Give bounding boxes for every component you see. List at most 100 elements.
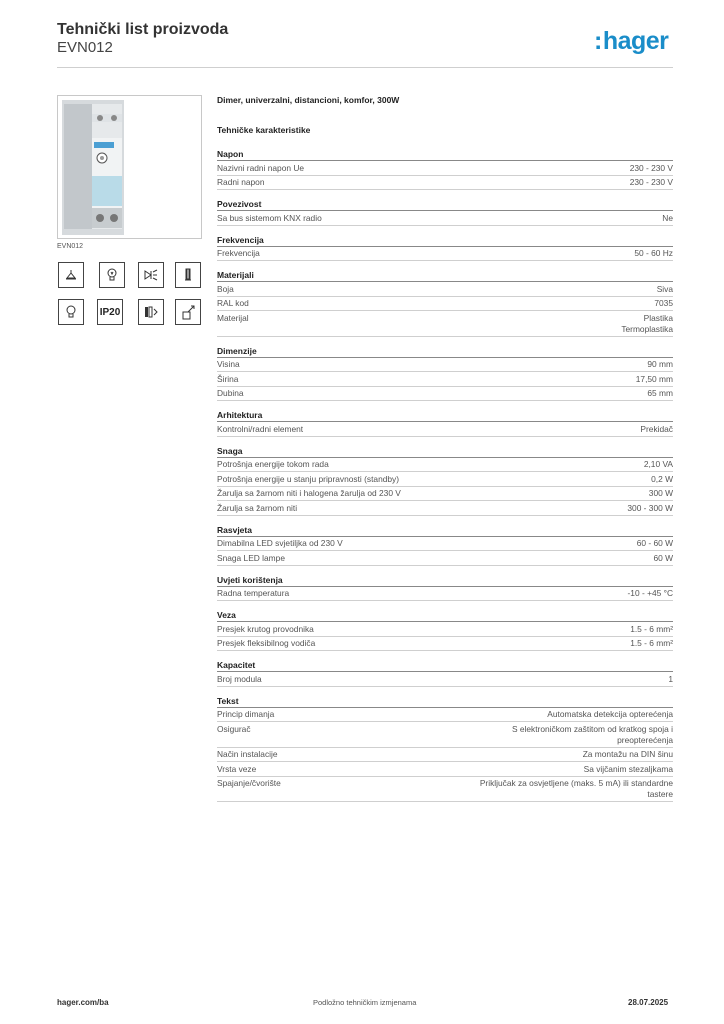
ip20-badge: IP20 bbox=[97, 299, 123, 325]
product-image-caption: EVN012 bbox=[57, 243, 84, 250]
spec-value: Ne bbox=[662, 212, 673, 223]
section-title: Snaga bbox=[217, 445, 673, 458]
spec-label: Dubina bbox=[217, 388, 244, 398]
spec-value: Automatska detekcija opterećenja bbox=[547, 709, 673, 719]
spec-row: Princip dimanja Automatska detekcija opte… bbox=[217, 708, 673, 722]
spec-value: 1.5 - 6 mm² bbox=[630, 623, 673, 634]
product-image bbox=[57, 95, 202, 239]
led-dimmer-icon bbox=[138, 262, 164, 288]
spec-value: 60 - 60 W bbox=[636, 538, 673, 548]
spec-label: Nazivni radni napon Ue bbox=[217, 162, 305, 173]
spec-value: 7035 bbox=[654, 298, 673, 308]
spec-label: Širina bbox=[217, 373, 239, 384]
section-title: Tekst bbox=[217, 695, 673, 708]
spec-label: Žarulja sa žarnom niti i halogena žarulj… bbox=[217, 488, 401, 498]
section-title: Povezivost bbox=[217, 198, 673, 211]
spec-label: RAL kod bbox=[217, 298, 249, 308]
spec-label: Materijal bbox=[217, 312, 249, 323]
spec-label: Sa bus sistemom KNX radio bbox=[217, 212, 322, 223]
spec-label: Frekvencija bbox=[217, 248, 260, 258]
section-title: Materijali bbox=[217, 269, 673, 282]
spec-row: Frekvencija 50 - 60 Hz bbox=[217, 247, 673, 261]
spec-label: Žarulja sa žarnom niti bbox=[217, 502, 298, 513]
logo-text: hager bbox=[602, 27, 669, 55]
fluorescent-tube-icon bbox=[175, 262, 201, 288]
spec-value: 2,10 VA bbox=[643, 459, 673, 469]
spec-row: Vrsta veze Sa vijčanim stezaljkama bbox=[217, 762, 673, 777]
spec-row: Osigurač S elektroničkom zaštitom od krat… bbox=[217, 722, 673, 748]
din-module-icon bbox=[138, 299, 164, 325]
spec-row: Radna temperatura-10 - +45 °C bbox=[217, 587, 673, 601]
spec-value: 50 - 60 Hz bbox=[634, 248, 673, 258]
spec-row: Kontrolni/radni element Prekidač bbox=[217, 422, 673, 437]
specifications: Dimer, univerzalni, distancioni, komfor,… bbox=[217, 95, 673, 810]
spec-row: Dubina 65 mm bbox=[217, 387, 673, 401]
page-title: Tehnički list proizvoda bbox=[57, 21, 229, 38]
spec-label: Visina bbox=[217, 359, 240, 369]
spec-row: Način instalacije Za montažu na DIN šinu bbox=[217, 748, 673, 762]
section-title: Napon bbox=[217, 148, 673, 161]
tech-specs-heading: Tehničke karakteristike bbox=[217, 125, 311, 135]
spec-value: 65 mm bbox=[647, 388, 673, 398]
din-dimmer-device-image bbox=[58, 96, 201, 238]
spec-value: 1.5 - 6 mm² bbox=[630, 638, 673, 648]
spec-label: Osigurač bbox=[217, 723, 251, 734]
spec-row: Potrošnja energije tokom rada 2,10 VA bbox=[217, 458, 673, 472]
section-title: Uvjeti korištenja bbox=[217, 574, 673, 587]
lamp-ceiling-icon bbox=[58, 262, 84, 288]
spec-value: Siva bbox=[656, 283, 673, 294]
spec-value: Plastika Termoplastika bbox=[621, 312, 673, 334]
spec-row: Sa bus sistemom KNX radio Ne bbox=[217, 211, 673, 226]
spec-value: 300 W bbox=[648, 488, 673, 498]
spec-value: 300 - 300 W bbox=[627, 502, 673, 513]
spec-value: Prekidač bbox=[640, 423, 673, 434]
footer-disclaimer: Podložno tehničkim izmjenama bbox=[313, 998, 417, 1007]
hager-logo: :hager bbox=[594, 27, 669, 55]
spec-row: Žarulja sa žarnom niti i halogena žarulj… bbox=[217, 487, 673, 501]
spec-value: Sa vijčanim stezaljkama bbox=[583, 763, 673, 774]
spec-label: Kontrolni/radni element bbox=[217, 423, 304, 434]
product-code-heading: EVN012 bbox=[57, 39, 113, 56]
spec-row: Boja Siva bbox=[217, 282, 673, 297]
spec-label: Vrsta veze bbox=[217, 763, 257, 774]
bulb-icon bbox=[58, 299, 84, 325]
spec-label: Spajanje/čvorište bbox=[217, 778, 281, 788]
spec-row: Žarulja sa žarnom niti 300 - 300 W bbox=[217, 501, 673, 516]
spec-value: S elektroničkom zaštitom od kratkog spoj… bbox=[511, 723, 673, 745]
spec-row: Materijal Plastika Termoplastika bbox=[217, 311, 673, 337]
spec-label: Princip dimanja bbox=[217, 709, 275, 719]
bulb-filament-icon bbox=[99, 262, 125, 288]
spec-label: Način instalacije bbox=[217, 749, 278, 759]
spec-value: Za montažu na DIN šinu bbox=[582, 749, 673, 759]
spec-label: Potrošnja energije tokom rada bbox=[217, 459, 329, 469]
spec-value: -10 - +45 °C bbox=[627, 588, 673, 598]
spec-value: 0,2 W bbox=[651, 473, 673, 484]
spec-row: Nazivni radni napon Ue 230 - 230 V bbox=[217, 161, 673, 176]
spec-value: 60 W bbox=[653, 552, 673, 563]
section-title: Kapacitet bbox=[217, 659, 673, 672]
spec-value: 1 bbox=[668, 673, 673, 684]
spec-label: Potrošnja energije u stanju pripravnosti… bbox=[217, 473, 400, 484]
header-divider bbox=[57, 67, 673, 68]
spec-label: Boja bbox=[217, 283, 234, 294]
section-title: Dimenzije bbox=[217, 345, 673, 358]
spec-value: 230 - 230 V bbox=[629, 162, 673, 173]
product-description: Dimer, univerzalni, distancioni, komfor,… bbox=[217, 95, 400, 105]
